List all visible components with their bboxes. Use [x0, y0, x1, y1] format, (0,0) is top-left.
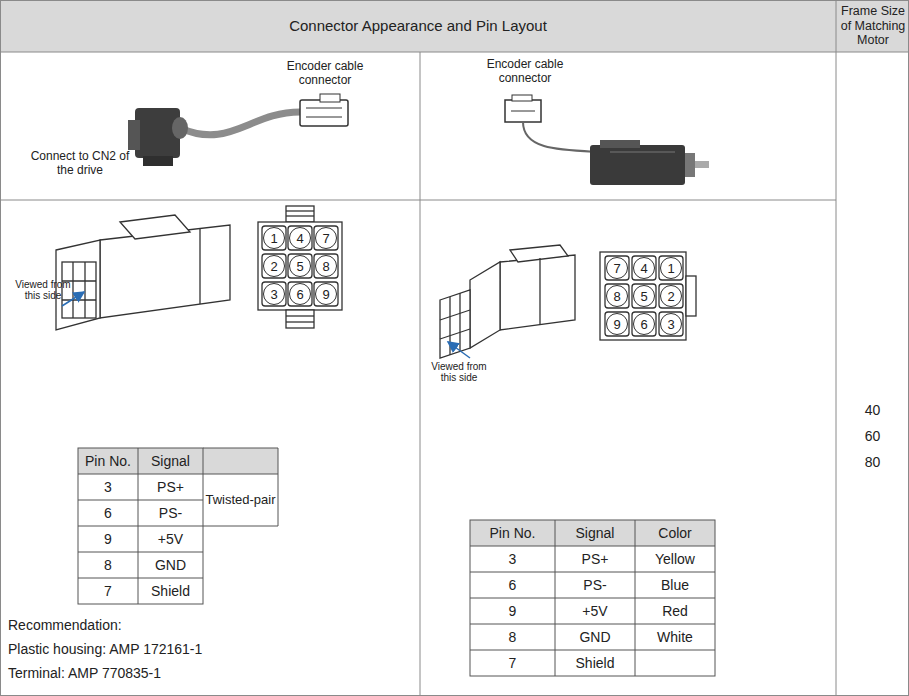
note-text: Plastic housing: AMP 172161-1	[6, 638, 406, 660]
pin-number: 8	[613, 289, 620, 304]
pin-number: 8	[322, 259, 329, 274]
pin-circle: 6	[289, 283, 311, 305]
header-cell: Connector Appearance and Pin Layout	[0, 0, 836, 52]
table-cell: +5V	[555, 598, 635, 624]
table-cell: Yellow	[635, 546, 715, 572]
table-cell: 7	[470, 650, 555, 676]
table-cell: Shield	[138, 578, 203, 604]
pin-circle: 1	[660, 257, 682, 279]
table-header: Pin No.	[470, 520, 555, 546]
pin-number: 3	[667, 317, 674, 332]
frame-size: 80	[836, 450, 909, 474]
table-cell: 8	[78, 552, 138, 578]
pin-number: 2	[270, 259, 277, 274]
table-cell: White	[635, 624, 715, 650]
table-header: Color	[635, 520, 715, 546]
table-cell: 6	[78, 500, 138, 526]
pin-number: 2	[667, 289, 674, 304]
pin-number: 9	[613, 317, 620, 332]
callout-text: Viewed from this side	[10, 276, 76, 304]
pin-circle: 2	[263, 255, 285, 277]
table-cell: 6	[470, 572, 555, 598]
table-cell: 8	[470, 624, 555, 650]
note-text: Recommendation:	[6, 614, 406, 636]
pin-circle: 5	[633, 285, 655, 307]
pin-number: 7	[613, 261, 620, 276]
pin-circle: 4	[289, 227, 311, 249]
pin-number: 6	[640, 317, 647, 332]
pin-number: 1	[270, 231, 277, 246]
table-header: Signal	[138, 448, 203, 474]
table-cell: +5V	[138, 526, 203, 552]
header-cell: Frame Size of Matching Motor	[838, 2, 908, 50]
pin-circle: 3	[263, 283, 285, 305]
table-cell: GND	[138, 552, 203, 578]
frame-size: 40	[836, 398, 909, 422]
table-cell: 9	[78, 526, 138, 552]
pin-circle: 9	[606, 313, 628, 335]
pin-circle: 7	[315, 227, 337, 249]
table-cell: PS+	[138, 474, 203, 500]
pin-number: 1	[667, 261, 674, 276]
table-cell: PS+	[555, 546, 635, 572]
pin-circle: 9	[315, 283, 337, 305]
table-cell: Blue	[635, 572, 715, 598]
pin-circle: 3	[660, 313, 682, 335]
pin-circle: 7	[606, 257, 628, 279]
pin-number: 5	[296, 259, 303, 274]
pin-circle: 8	[315, 255, 337, 277]
table-cell: Twisted-pair	[203, 474, 278, 526]
table-cell: 3	[470, 546, 555, 572]
pin-number: 4	[640, 261, 647, 276]
callout-text: Encoder cable connector	[470, 54, 580, 90]
frame-size: 60	[836, 424, 909, 448]
table-cell: PS-	[555, 572, 635, 598]
pin-circle: 5	[289, 255, 311, 277]
pin-number: 4	[296, 231, 303, 246]
callout-text: Encoder cable connector	[266, 56, 384, 92]
pin-circle: 4	[633, 257, 655, 279]
pin-number: 3	[270, 287, 277, 302]
table-cell: Shield	[555, 650, 635, 676]
table-cell: Red	[635, 598, 715, 624]
pin-circle: 6	[633, 313, 655, 335]
table-cell: 3	[78, 474, 138, 500]
pin-number: 9	[322, 287, 329, 302]
callout-text: Viewed from this side	[424, 358, 494, 386]
table-cell: 9	[470, 598, 555, 624]
table-cell: PS-	[138, 500, 203, 526]
pin-circle: 8	[606, 285, 628, 307]
pin-number: 6	[296, 287, 303, 302]
pin-circle: 2	[660, 285, 682, 307]
pin-number: 7	[322, 231, 329, 246]
table-header: Pin No.	[78, 448, 138, 474]
callout-text: Connect to CN2 of the drive	[20, 146, 140, 182]
pin-number: 5	[640, 289, 647, 304]
table-cell: 7	[78, 578, 138, 604]
note-text: Terminal: AMP 770835-1	[6, 662, 406, 684]
table-header: Signal	[555, 520, 635, 546]
table-cell: GND	[555, 624, 635, 650]
pin-circle: 1	[263, 227, 285, 249]
